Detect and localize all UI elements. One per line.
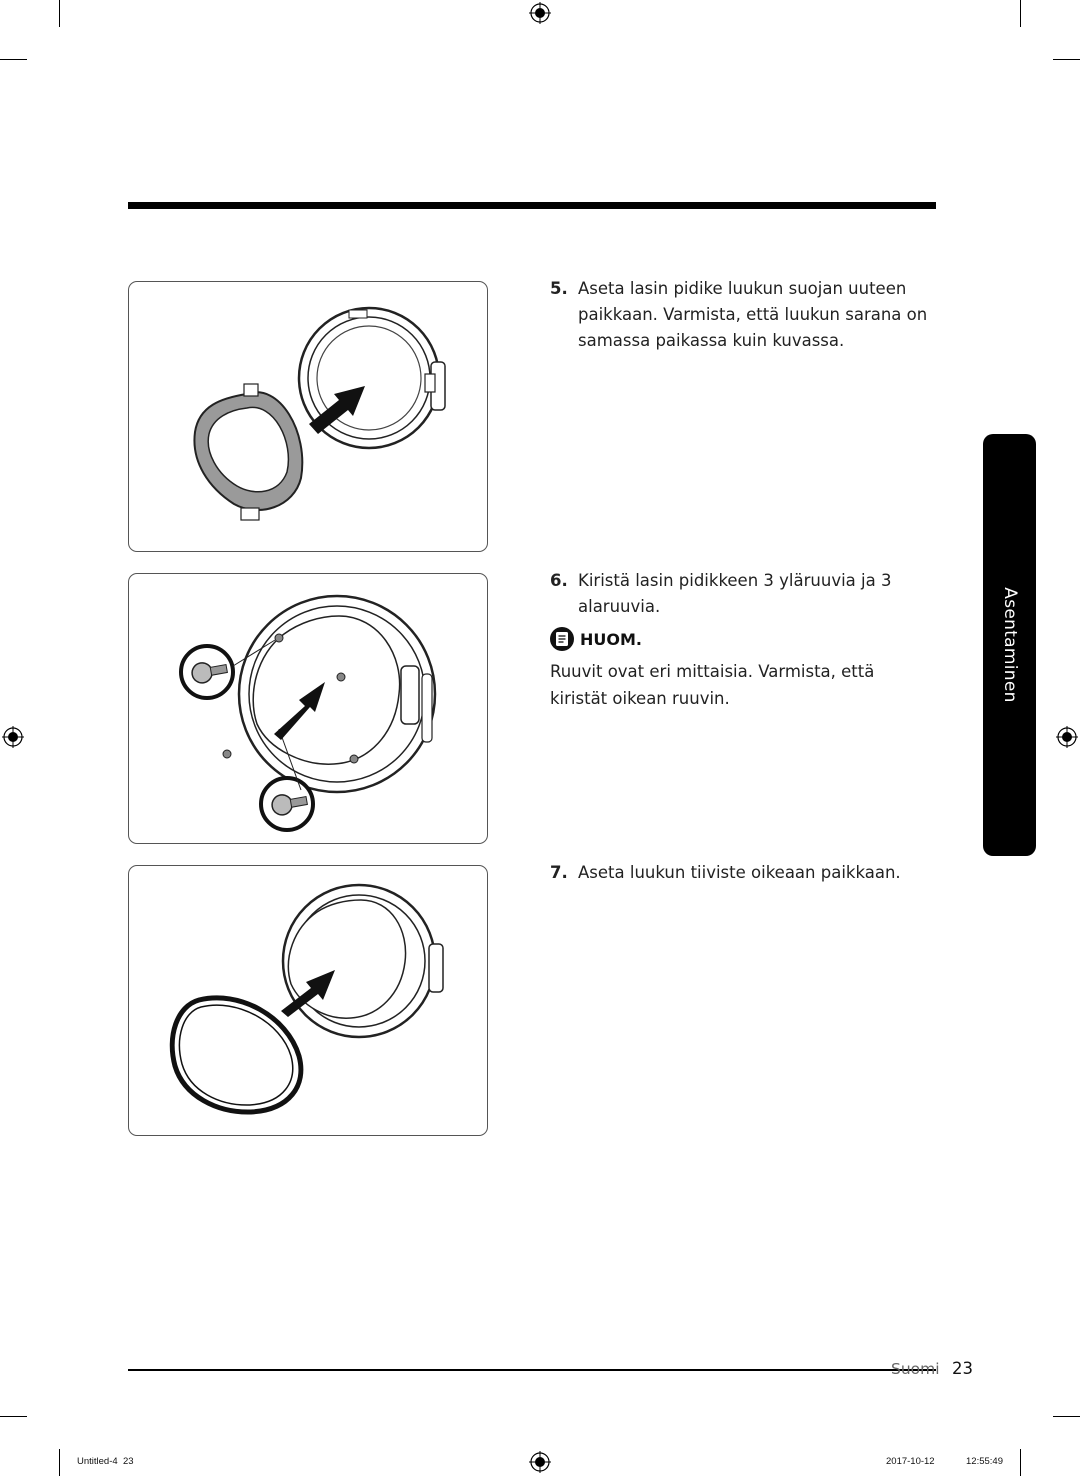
step-7: 7. Aseta luukun tiiviste oikeaan paikkaa… <box>550 860 935 886</box>
print-file-name: Untitled-4 <box>77 1456 118 1467</box>
note-icon <box>550 627 574 651</box>
figure-step-5 <box>128 281 488 552</box>
step-6: 6. Kiristä lasin pidikkeen 3 yläruuvia j… <box>550 568 935 620</box>
footer-rule <box>128 1369 936 1371</box>
registration-mark-icon <box>1056 726 1078 748</box>
crop-mark <box>1053 1416 1080 1417</box>
note-label: HUOM. <box>580 629 642 649</box>
door-seal-illustration <box>169 883 444 1115</box>
step-text: Kiristä lasin pidikkeen 3 yläruuvia ja 3… <box>578 571 892 616</box>
crop-mark <box>0 1416 27 1417</box>
step-number: 7. <box>550 863 568 882</box>
section-tab: Asentaminen <box>983 434 1036 856</box>
note-heading: HUOM. <box>550 626 642 652</box>
print-date: 2017-10-12 <box>886 1456 935 1467</box>
page-number: 23 <box>952 1359 973 1378</box>
print-time: 12:55:49 <box>966 1456 1003 1467</box>
footer-language: Suomi <box>891 1360 940 1378</box>
step-text: Aseta lasin pidike luukun suojan uuteen … <box>578 279 928 350</box>
registration-mark-icon <box>2 726 24 748</box>
screws-illustration <box>179 594 437 832</box>
crop-mark <box>1020 1449 1021 1476</box>
print-file: Untitled-4 23 <box>77 1456 134 1467</box>
header-rule <box>128 202 936 209</box>
section-tab-label: Asentaminen <box>999 587 1020 703</box>
door-cover-illustration <box>193 306 446 521</box>
registration-mark-icon <box>529 1451 551 1473</box>
step-number: 5. <box>550 279 568 298</box>
figure-step-7 <box>128 865 488 1136</box>
figure-step-6 <box>128 573 488 844</box>
crop-mark <box>59 1449 60 1476</box>
crop-mark <box>1053 59 1080 60</box>
note-text: Ruuvit ovat eri mittaisia. Varmista, ett… <box>550 662 875 708</box>
crop-mark <box>1020 0 1021 27</box>
print-file-page: 23 <box>122 1456 134 1467</box>
step-5: 5. Aseta lasin pidike luukun suojan uute… <box>550 276 935 354</box>
step-text: Aseta luukun tiiviste oikeaan paikkaan. <box>578 863 901 882</box>
step-number: 6. <box>550 571 568 590</box>
crop-mark <box>0 59 27 60</box>
registration-mark-icon <box>529 2 551 24</box>
crop-mark <box>59 0 60 27</box>
